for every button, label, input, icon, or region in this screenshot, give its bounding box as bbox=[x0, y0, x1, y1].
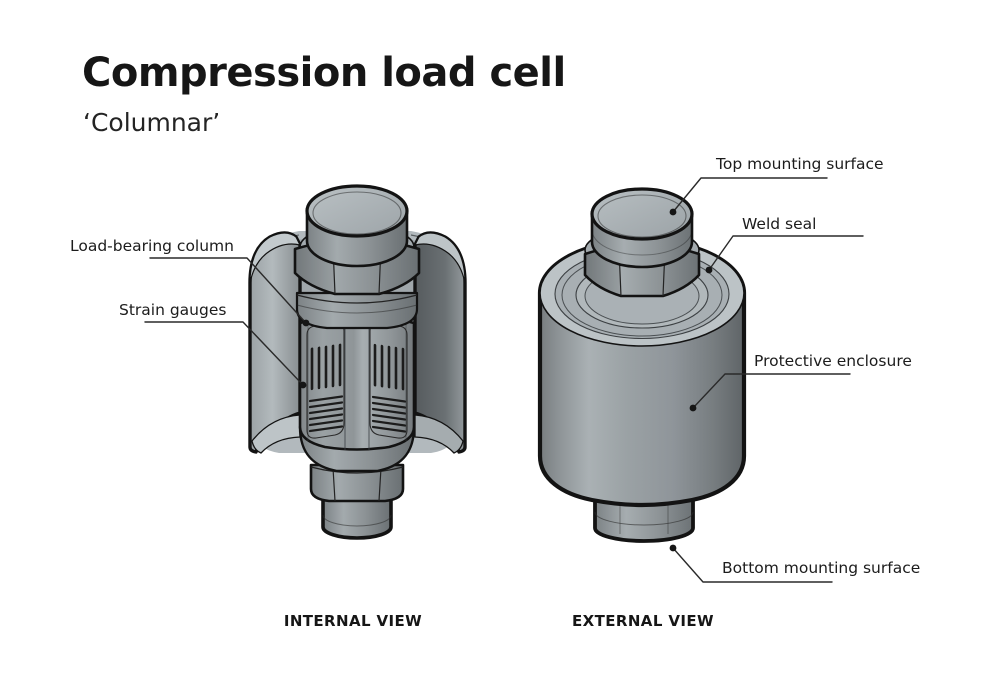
internal-view-illustration bbox=[245, 175, 470, 565]
label-top-mounting-surface: Top mounting surface bbox=[716, 155, 884, 173]
gauge-pocket-left bbox=[306, 322, 345, 439]
strain-gauge-right-horizontal bbox=[371, 395, 407, 433]
label-load-bearing-column: Load-bearing column bbox=[70, 237, 234, 255]
top-mounting-surface-cap bbox=[590, 187, 694, 241]
shell-wall-right-saddle bbox=[414, 414, 464, 454]
label-weld-seal: Weld seal bbox=[742, 215, 817, 233]
strain-gauge-left-horizontal bbox=[308, 395, 344, 433]
caption-external-view: EXTERNAL VIEW bbox=[572, 612, 714, 630]
shell-wall-left-saddle bbox=[251, 414, 301, 454]
caption-internal-view: INTERNAL VIEW bbox=[283, 612, 423, 630]
column-collar bbox=[295, 291, 419, 330]
internal-load-cell-drawing bbox=[248, 184, 467, 540]
page-subtitle: ‘Columnar’ bbox=[83, 108, 221, 137]
page-title: Compression load cell bbox=[82, 50, 566, 96]
strain-gauge-left-vertical bbox=[310, 343, 342, 391]
bottom-base-cylinder bbox=[593, 494, 695, 543]
external-view-illustration bbox=[528, 178, 760, 568]
external-load-cell-drawing bbox=[537, 187, 747, 543]
strain-gauge-right-vertical bbox=[373, 343, 405, 391]
shell-wall-right-rim bbox=[413, 232, 466, 284]
column-base-cylinder bbox=[321, 491, 393, 540]
label-protective-enclosure: Protective enclosure bbox=[754, 352, 912, 370]
label-strain-gauges: Strain gauges bbox=[119, 301, 227, 319]
top-button-cap bbox=[305, 184, 409, 238]
